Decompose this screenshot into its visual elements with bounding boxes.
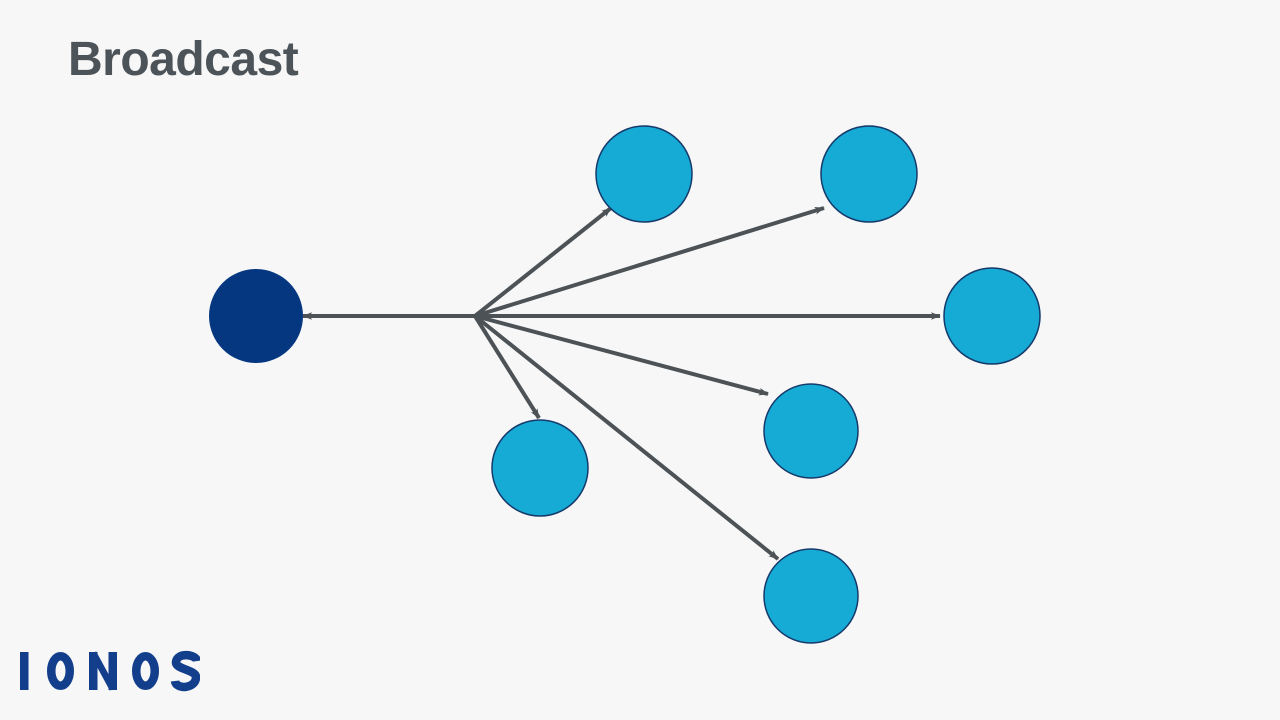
target-node-bottom[interactable] — [764, 549, 858, 643]
target-nodes — [492, 126, 1040, 643]
target-node-lower-left[interactable] — [492, 420, 588, 516]
source-node[interactable] — [209, 269, 303, 363]
logo-letter-o-1 — [51, 656, 70, 686]
target-node-top-left[interactable] — [596, 126, 692, 222]
logo-letter-s-4 — [175, 655, 197, 687]
edge-hub-to-top-right — [475, 208, 824, 316]
edges-layer — [303, 208, 940, 559]
edge-hub-to-top-left — [475, 208, 611, 316]
logo-letter-n-2 — [89, 652, 117, 690]
target-node-right[interactable] — [944, 268, 1040, 364]
target-node-middle-right[interactable] — [764, 384, 858, 478]
target-node-top-right[interactable] — [821, 126, 917, 222]
ionos-logo-letters — [20, 652, 197, 690]
logo-letter-o-3 — [136, 656, 155, 686]
ionos-logo — [20, 648, 200, 696]
logo-letter-i-0 — [20, 652, 29, 690]
nodes-layer — [209, 126, 1040, 643]
